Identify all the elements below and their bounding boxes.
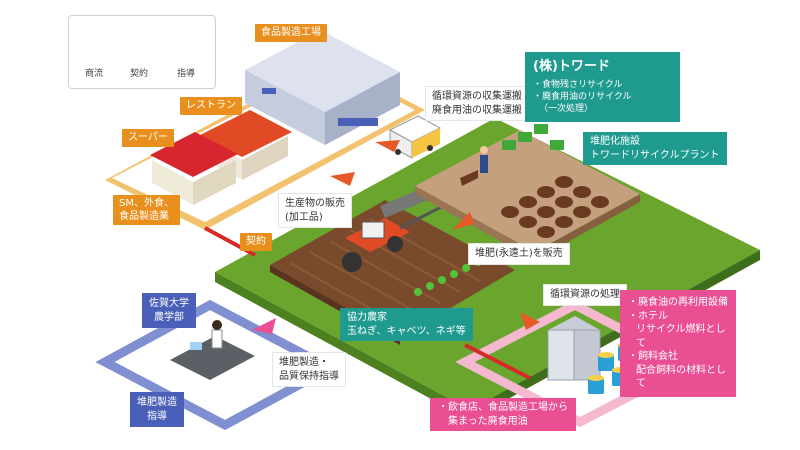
- scientist-at-desk: [170, 320, 255, 380]
- university-line1: 佐賀大学: [149, 298, 189, 309]
- compost-piles: [501, 176, 609, 238]
- reuse-item-5: 配合飼料の材料として: [636, 364, 726, 390]
- plant-platform-front: [415, 186, 535, 260]
- vegetable-crates: [502, 124, 564, 150]
- legend-guidance-label: 指導: [177, 69, 196, 79]
- reuse-item-3: リサイクル燃料として: [636, 324, 726, 349]
- collected-oil-line2: 集まった廃食用油: [448, 415, 528, 427]
- reuse-item-4: ・飼料会社: [628, 351, 678, 362]
- food-factory-label: 食品製造工場: [255, 24, 327, 42]
- company-item-3: （一次処理）: [539, 103, 594, 114]
- crop-row: [414, 252, 494, 296]
- legend-contract-label: 契約: [130, 69, 149, 79]
- guidance-arrow: [252, 318, 276, 334]
- trade-arrows: [330, 140, 540, 330]
- compost-guidance-label: 堆肥製造・ 品質保持指導: [272, 352, 346, 387]
- legend-trade-label: 商流: [85, 69, 104, 79]
- reuse-item-2: ・ホテル: [628, 310, 668, 322]
- university-line2: 農学部: [154, 311, 184, 323]
- supermarket-label: スーパー: [122, 129, 174, 147]
- compost-guidance-line1: 堆肥製造・: [279, 357, 329, 368]
- compost-sale-label: 堆肥(永遠土)を販売: [468, 243, 570, 265]
- collected-oil-label: ・飲食店、食品製造工場から 集まった廃食用油: [430, 398, 576, 431]
- partner-farm-line2: 玉ねぎ、キャベツ、ネギ等: [347, 325, 466, 337]
- partner-farm-line1: 協力農家: [347, 312, 387, 323]
- partner-farm-label: 協力農家 玉ねぎ、キャベツ、ネギ等: [340, 308, 473, 341]
- legend-box: 商流 契約 指導: [68, 15, 216, 89]
- reuse-item-1: ・廃食油の再利用設備: [628, 297, 728, 308]
- collection-line2: 廃食用油の収集運搬: [432, 104, 522, 116]
- truck-illustration: [388, 115, 442, 159]
- farmer-with-wheelbarrow: [460, 146, 488, 186]
- guidance-box-label: 堆肥製造 指導: [130, 392, 184, 427]
- product-sale-label: 生産物の販売 (加工品): [278, 193, 352, 228]
- university-label: 佐賀大学 農学部: [142, 293, 196, 328]
- product-sale-line2: (加工品): [285, 211, 323, 223]
- sm-group-label: SM、外食、 食品製造業: [113, 195, 180, 225]
- collection-line1: 循環資源の収集運搬: [432, 91, 522, 102]
- resource-processing-label: 循環資源の処理: [543, 284, 627, 306]
- factory-illustration: [245, 30, 400, 145]
- compost-guidance-line2: 品質保持指導: [279, 370, 339, 382]
- compost-facility-line1: 堆肥化施設: [590, 136, 640, 147]
- sm-group-line2: 食品製造業: [119, 211, 169, 222]
- plant-platform: [415, 130, 640, 252]
- guidance-box-line2: 指導: [147, 410, 167, 422]
- plowed-field: [270, 200, 515, 338]
- company-box: (株)トワード ・食物残さリサイクル ・廃食用油のリサイクル （一次処理）: [525, 52, 680, 122]
- contract-lines: [204, 226, 531, 380]
- product-sale-line1: 生産物の販売: [285, 198, 345, 209]
- oil-rack-illustration: [547, 316, 601, 381]
- supermarket-illustration: [150, 132, 238, 205]
- restaurant-label: レストラン: [180, 97, 242, 115]
- contract-label: 契約: [240, 233, 272, 251]
- collection-label: 循環資源の収集運搬 廃食用油の収集運搬: [425, 86, 529, 121]
- collected-oil-line1: ・飲食店、食品製造工場から: [438, 402, 568, 413]
- reuse-box: ・廃食油の再利用設備 ・ホテル リサイクル燃料として ・飼料会社 配合飼料の材料…: [620, 290, 736, 397]
- sm-group-line1: SM、外食、: [119, 198, 174, 209]
- company-name: (株)トワード: [533, 59, 610, 74]
- farmland-platform-edge: [215, 272, 470, 420]
- compost-facility-label: 堆肥化施設 トワードリサイクルプラント: [583, 132, 727, 165]
- compost-facility-line2: トワードリサイクルプラント: [590, 149, 720, 161]
- guidance-box-line1: 堆肥製造: [137, 397, 177, 408]
- company-item-1: ・食物残さリサイクル: [533, 79, 623, 90]
- company-item-2: ・廃食用油のリサイクル: [533, 91, 632, 102]
